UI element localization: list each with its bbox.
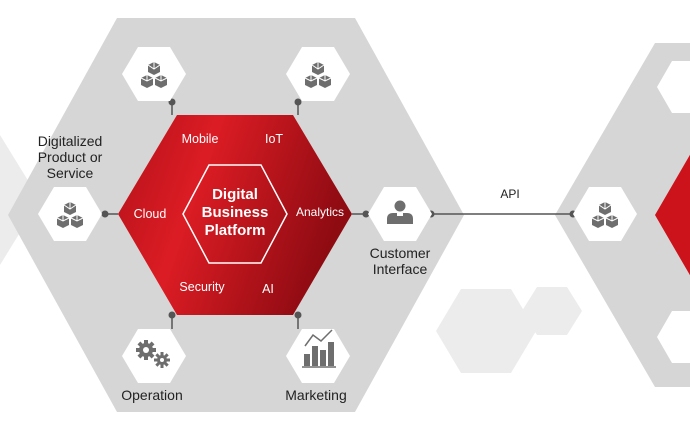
decor-hexagon-small <box>522 287 582 335</box>
segment-cloud-label: Cloud <box>133 207 167 221</box>
platform-title-line2: Business <box>201 204 269 221</box>
api-connector-label: API <box>500 187 520 201</box>
segment-iot-label: IoT <box>264 132 284 146</box>
platform-title-line3: Platform <box>204 222 266 239</box>
center-hexagon-outline <box>182 164 288 264</box>
gears-icon <box>136 340 170 368</box>
decor-hexagon-large <box>436 289 536 373</box>
platform-title-line1: Digital <box>212 186 258 203</box>
marketing-label: Marketing <box>285 387 347 403</box>
bar-chart-icon <box>302 329 336 368</box>
digitalized-product-line3: Service <box>46 165 94 181</box>
platform-title: Digital Business Platform <box>185 186 285 240</box>
segment-security-label: Security <box>179 280 225 294</box>
segment-analytics-label: Analytics <box>295 205 345 219</box>
customer-interface-line2: Interface <box>372 261 428 277</box>
digitalized-product-label: Digitalized Product or Service <box>20 133 120 181</box>
digitalized-product-line2: Product or <box>37 149 103 165</box>
right-white-hexagon-top <box>657 61 690 113</box>
right-white-hexagon-bottom <box>657 311 690 363</box>
person-icon <box>387 200 413 224</box>
digitalized-product-line1: Digitalized <box>37 133 103 149</box>
segment-mobile-label: Mobile <box>181 132 219 146</box>
right-red-hexagon <box>655 154 690 276</box>
customer-interface-label: Customer Interface <box>356 245 444 277</box>
segment-ai-label: AI <box>262 282 274 296</box>
inner-red-hexagon <box>118 115 352 315</box>
customer-interface-line1: Customer <box>369 245 431 261</box>
operation-label: Operation <box>121 387 183 403</box>
